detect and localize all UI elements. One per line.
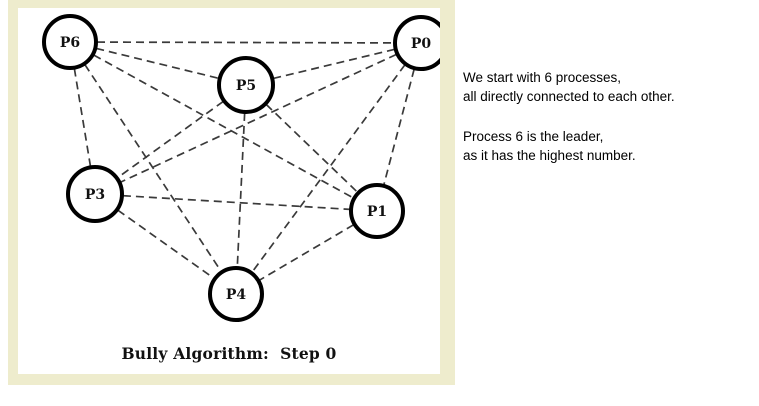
edge-p5-p3 [117, 100, 224, 179]
edge-p0-p4 [251, 64, 406, 273]
process-node-label-p5: P5 [236, 78, 256, 94]
annotation-paragraph-1: We start with 6 processes, all directly … [463, 68, 753, 106]
annotation-panel: We start with 6 processes, all directly … [463, 68, 753, 165]
edge-p1-p4 [258, 223, 355, 282]
process-node-label-p6: P6 [60, 35, 80, 51]
annotation-line-2-1: Process 6 is the leader, [463, 129, 604, 144]
edge-p6-p5 [96, 47, 220, 80]
edge-p5-p1 [265, 103, 359, 193]
edge-p0-p1 [383, 68, 415, 186]
process-node-circle-p6 [42, 14, 98, 70]
process-node-circle-p3 [66, 165, 124, 223]
annotation-line-1-1: We start with 6 processes, [463, 70, 622, 85]
edge-p6-p3 [73, 68, 92, 167]
process-node-circle-p0 [393, 15, 440, 71]
annotation-paragraph-2: Process 6 is the leader, as it has the h… [463, 127, 753, 165]
process-node-label-p4: P4 [226, 287, 247, 303]
process-node-p1[interactable]: P1 [349, 183, 405, 239]
process-node-circle-p4 [208, 266, 264, 322]
process-node-p5[interactable]: P5 [217, 56, 275, 114]
process-node-circle-p1 [349, 183, 405, 239]
edge-p5-p0 [273, 48, 395, 80]
edge-p6-p1 [93, 54, 354, 199]
edges-group [73, 41, 415, 282]
edge-p5-p4 [236, 112, 246, 268]
figure-caption: Bully Algorithm: Step 0 [121, 344, 337, 363]
process-node-label-p3: P3 [85, 187, 105, 203]
process-node-label-p0: P0 [411, 36, 432, 52]
edge-p0-p3 [120, 53, 397, 184]
process-node-label-p1: P1 [367, 204, 387, 220]
process-node-p6[interactable]: P6 [42, 14, 98, 70]
edge-p3-p1 [122, 194, 351, 211]
process-node-p4[interactable]: P4 [208, 266, 264, 322]
edge-p3-p4 [117, 209, 215, 280]
edge-p6-p0 [96, 41, 395, 44]
process-node-circle-p5 [217, 56, 275, 114]
annotation-line-1-2: all directly connected to each other. [463, 89, 675, 104]
annotation-line-2-2: as it has the highest number. [463, 148, 636, 163]
process-node-p0[interactable]: P0 [393, 15, 440, 71]
edge-p6-p4 [84, 64, 222, 272]
process-node-p3[interactable]: P3 [66, 165, 124, 223]
